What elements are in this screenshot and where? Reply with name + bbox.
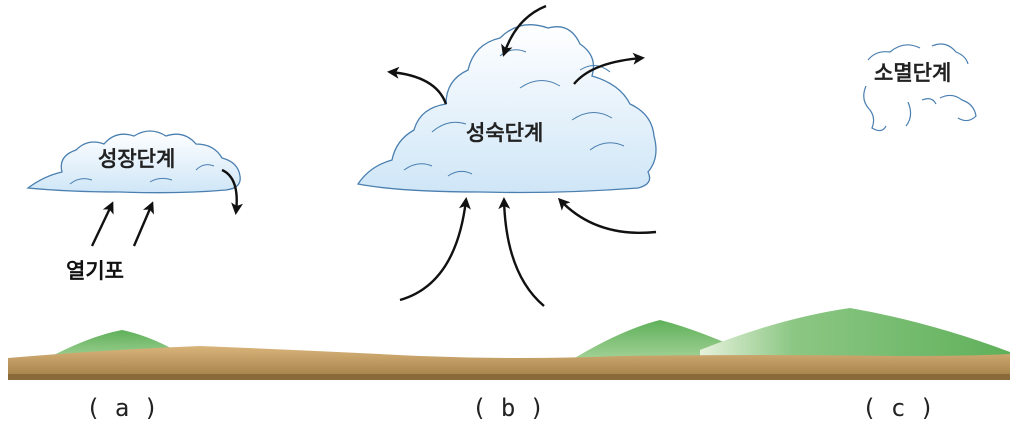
growth-stage-cloud: 성장단계 열기포 [28, 131, 240, 283]
dissipating-wisps [864, 44, 976, 131]
thermal-arrow-1 [92, 204, 112, 246]
dissipating-stage-cloud: 소멸단계 [864, 44, 976, 131]
mature-inflow-arrow-right [560, 200, 656, 233]
mature-outflow-arrow-left [390, 72, 446, 104]
mature-stage-label: 성숙단계 [466, 121, 543, 145]
panel-label-c: ( c ) [862, 394, 934, 422]
mature-stage-cloud: 성숙단계 [358, 6, 656, 306]
growth-stage-label: 성장단계 [98, 147, 175, 171]
ground-base [8, 374, 1010, 380]
thermal-label: 열기포 [66, 259, 124, 283]
mature-updraft-arrow-center [504, 200, 544, 306]
mature-updraft-arrow-left [400, 200, 466, 300]
dissipating-stage-label: 소멸단계 [874, 61, 951, 85]
hill-far-right [700, 308, 1010, 362]
mature-cloud-shape [358, 25, 656, 193]
panel-label-b: ( b ) [472, 394, 544, 422]
panel-label-a: ( a ) [86, 394, 158, 422]
landscape [8, 308, 1010, 380]
thermal-arrow-2 [134, 204, 152, 246]
